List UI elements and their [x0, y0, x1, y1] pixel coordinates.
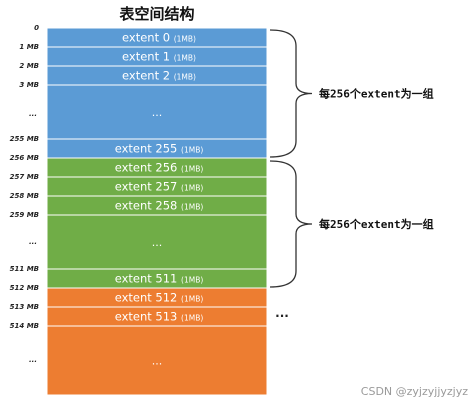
extent-name: extent 258 [115, 199, 181, 213]
extent-label: extent 258 (1MB) [115, 199, 204, 213]
extent-name: extent 1 [122, 50, 174, 64]
extent-size: (1MB) [174, 35, 196, 44]
address-ellipsis: ... [29, 356, 37, 364]
group-label: 每256个extent为一组 [319, 87, 434, 101]
extent-row: ... [46, 325, 268, 396]
extent-label: extent 256 (1MB) [115, 161, 204, 175]
extent-row: extent 257 (1MB) [46, 176, 268, 197]
address-label: 514 MB [10, 322, 39, 330]
extent-label: extent 255 (1MB) [115, 142, 204, 156]
extent-row: extent 2 (1MB) [46, 65, 268, 86]
extent-row: ... [46, 84, 268, 140]
extent-row: extent 511 (1MB) [46, 268, 268, 289]
extent-name: extent 0 [122, 31, 174, 45]
address-labels: 0 1 MB 2 MB 3 MB 255 MB 256 MB 257 MB 258 MB 259… [10, 24, 39, 364]
address-label: 2 MB [19, 62, 39, 70]
extent-row: extent 258 (1MB) [46, 195, 268, 216]
extent-label: extent 2 (1MB) [122, 69, 196, 83]
extent-name: extent 512 [115, 291, 181, 305]
extent-name: extent 513 [115, 310, 181, 324]
extent-name: extent 511 [115, 272, 181, 286]
group-brace [269, 29, 313, 158]
extent-row: extent 1 (1MB) [46, 46, 268, 67]
extent-size: (1MB) [174, 54, 196, 63]
address-label: 258 MB [10, 192, 39, 200]
extent-name: extent 256 [115, 161, 181, 175]
watermark: CSDN @zyjzyjjyzjyz [361, 385, 468, 398]
extent-size: (1MB) [181, 314, 203, 323]
extent-size: (1MB) [181, 295, 203, 304]
extent-size: (1MB) [181, 165, 203, 174]
address-label: 256 MB [10, 154, 39, 162]
extent-ellipsis: ... [152, 355, 163, 368]
diagram-title: 表空间结构 [119, 5, 194, 23]
extent-row: extent 512 (1MB) [46, 287, 268, 308]
extent-name: extent 2 [122, 69, 174, 83]
extent-label: extent 1 (1MB) [122, 50, 196, 64]
extent-label: extent 0 (1MB) [122, 31, 196, 45]
extent-size: (1MB) [181, 146, 203, 155]
extent-ellipsis: ... [152, 106, 163, 119]
extent-label: extent 513 (1MB) [115, 310, 204, 324]
extent-row: extent 256 (1MB) [46, 157, 268, 178]
group-brackets: 每256个extent为一组每256个extent为一组... [269, 29, 434, 320]
address-ellipsis: ... [29, 238, 37, 246]
extent-label: extent 511 (1MB) [115, 272, 204, 286]
extent-label: extent 257 (1MB) [115, 180, 204, 194]
extent-block [46, 325, 268, 396]
extent-row: extent 0 (1MB) [46, 27, 268, 48]
extent-name: extent 257 [115, 180, 181, 194]
group-brace [269, 160, 313, 288]
extent-row: ... [46, 214, 268, 270]
address-label: 513 MB [10, 303, 39, 311]
address-label: 511 MB [10, 265, 39, 273]
extent-row: extent 255 (1MB) [46, 138, 268, 159]
extent-block [46, 84, 268, 140]
extent-name: extent 255 [115, 142, 181, 156]
address-label: 512 MB [10, 284, 39, 292]
extent-row: extent 513 (1MB) [46, 306, 268, 327]
address-label: 259 MB [10, 211, 39, 219]
extent-ellipsis: ... [152, 236, 163, 249]
extent-size: (1MB) [181, 276, 203, 285]
address-label: 0 [34, 24, 39, 32]
group-label: 每256个extent为一组 [319, 217, 434, 231]
extent-size: (1MB) [181, 203, 203, 212]
address-label: 257 MB [10, 173, 39, 181]
extent-label: extent 512 (1MB) [115, 291, 204, 305]
extent-size: (1MB) [181, 184, 203, 193]
address-ellipsis: ... [29, 110, 37, 118]
address-label: 255 MB [10, 135, 39, 143]
extent-block [46, 214, 268, 270]
continuation-ellipsis: ... [275, 306, 289, 320]
address-label: 1 MB [19, 43, 39, 51]
extent-size: (1MB) [174, 73, 196, 82]
address-label: 3 MB [19, 81, 39, 89]
extent-blocks: extent 0 (1MB)extent 1 (1MB)extent 2 (1M… [46, 27, 268, 396]
